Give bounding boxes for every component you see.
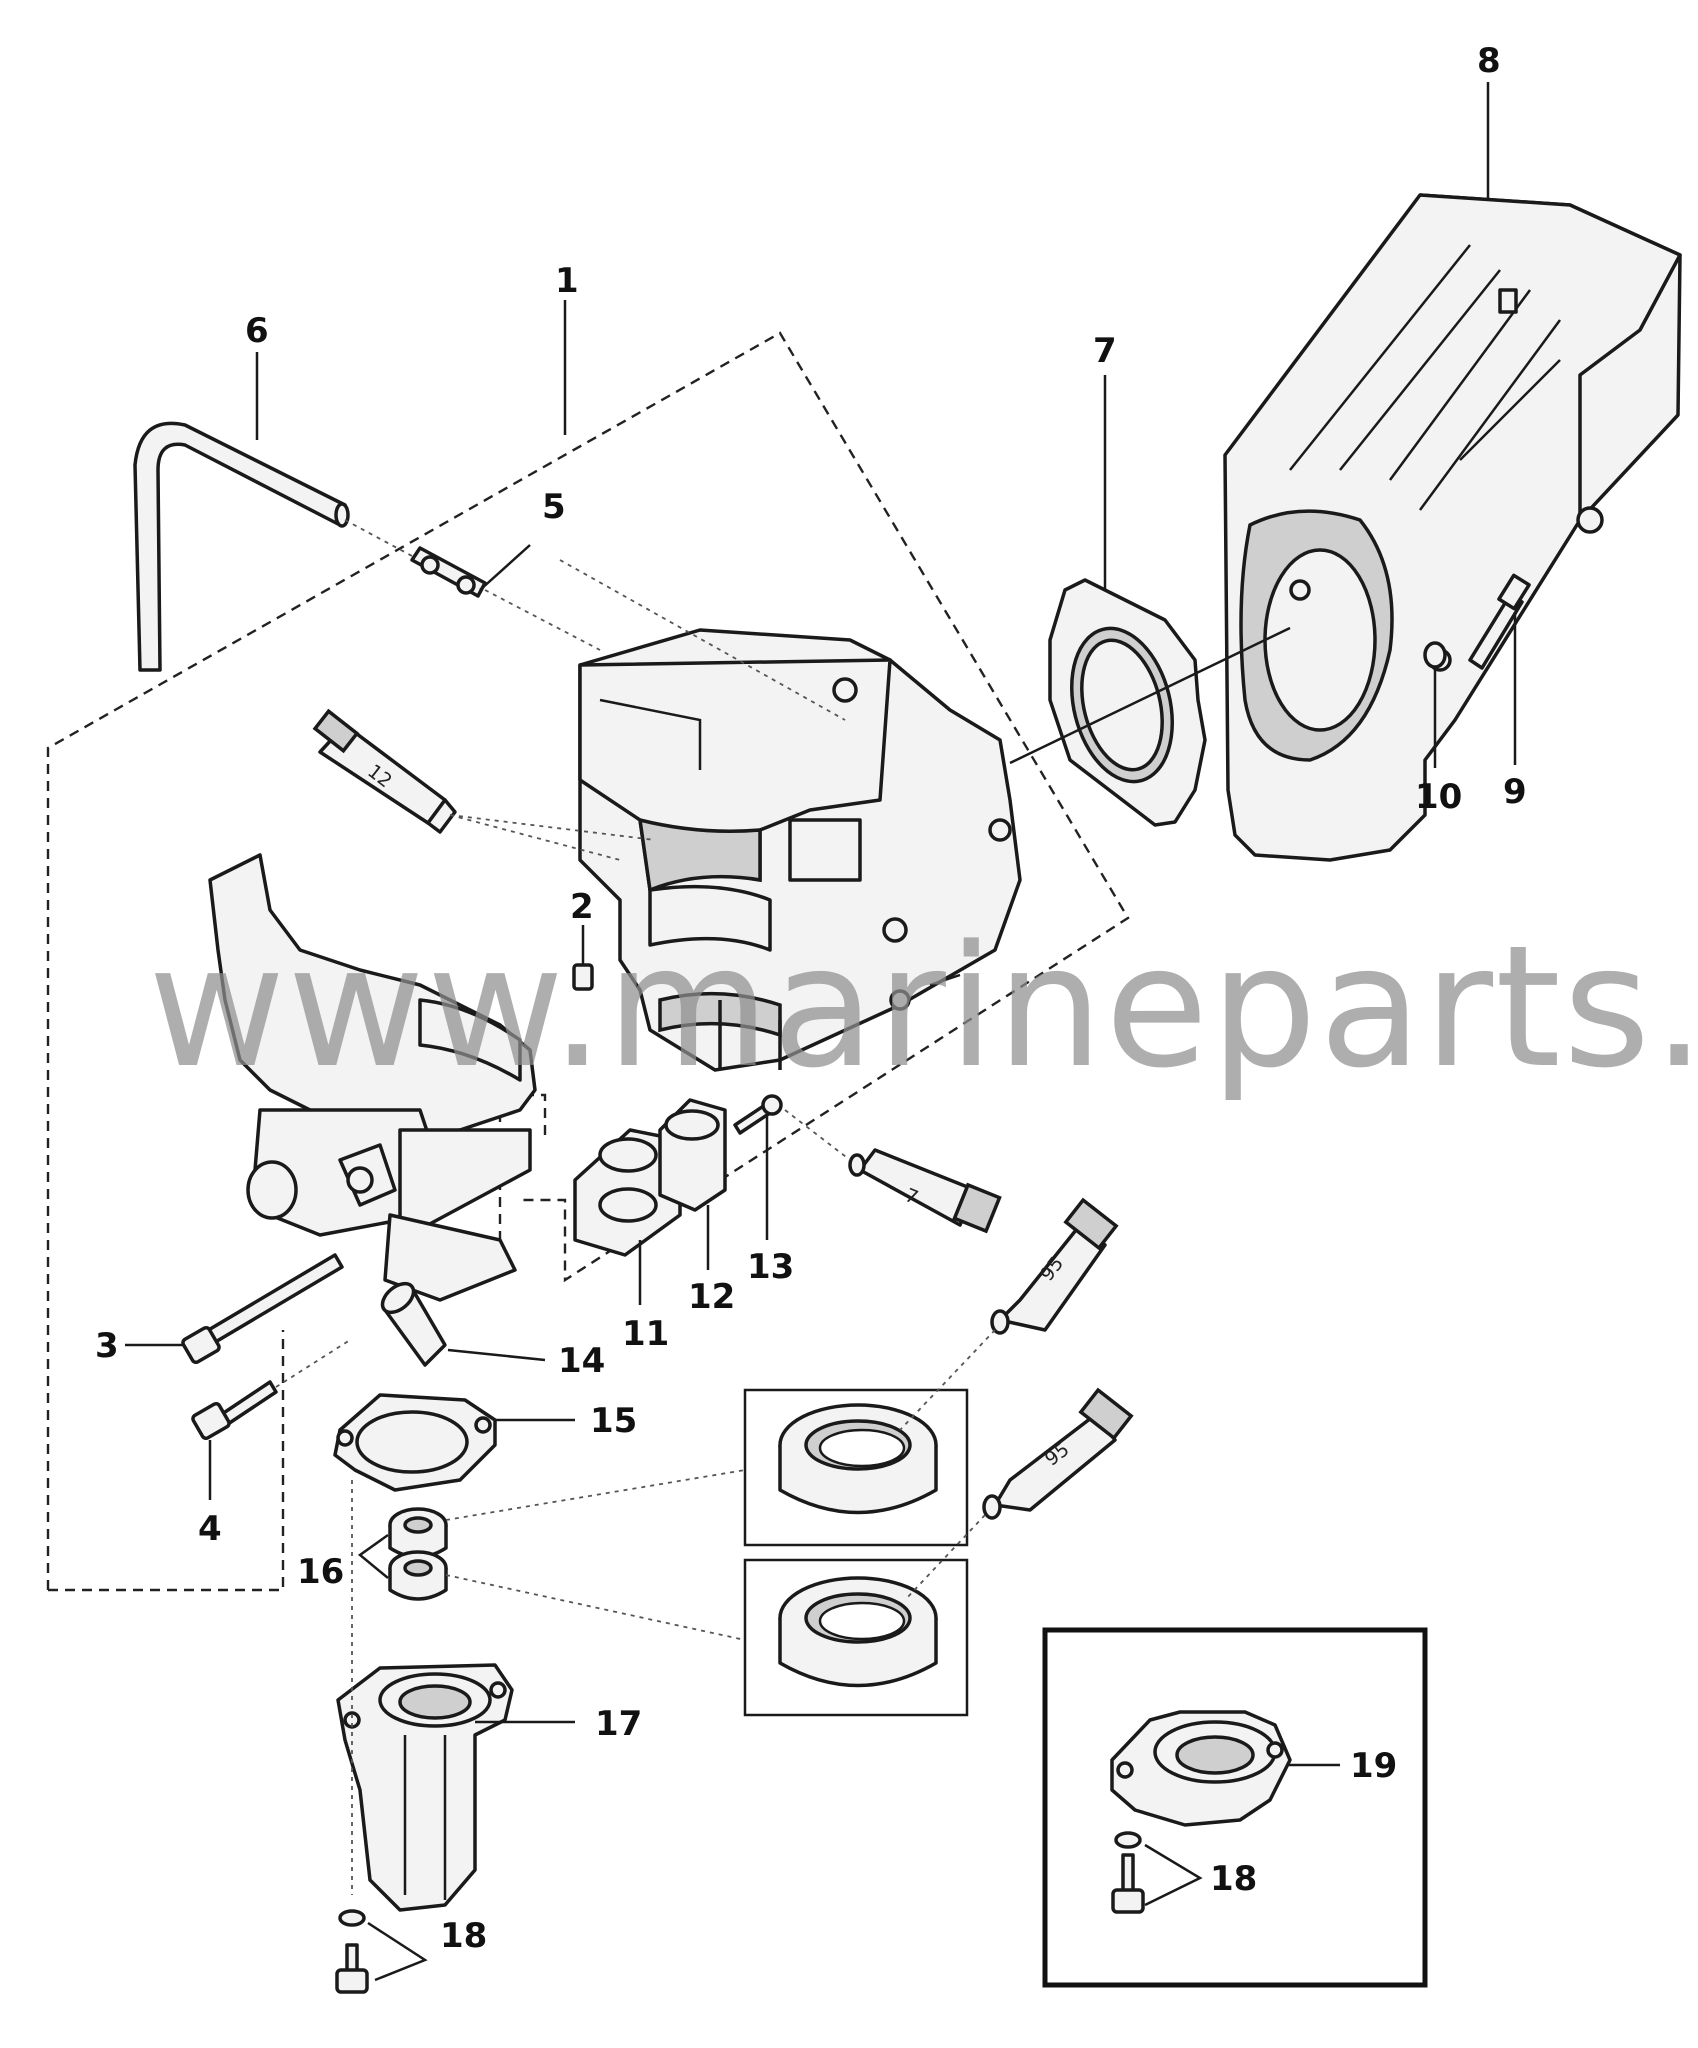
callout-1: 1 [555, 261, 579, 301]
crankcase-cover [208, 853, 537, 1302]
hose-6 [133, 421, 350, 672]
washer-18-left [338, 1909, 366, 1927]
leader-16 [357, 1533, 389, 1579]
crankcase-housing [578, 628, 1022, 1072]
callout-18-left: 18 [440, 1916, 487, 1956]
inset-box [1042, 1627, 1428, 1988]
sealant-tube-95-upper: 95 [990, 1197, 1119, 1335]
watermark-text: www.marineparts.eu [148, 909, 1698, 1105]
housing-19 [1110, 1710, 1292, 1827]
callout-16: 16 [297, 1552, 344, 1592]
callout-11: 11 [622, 1314, 669, 1354]
callout-9: 9 [1503, 772, 1527, 812]
drive-shaft-housing [1223, 193, 1682, 862]
screw-18-left [335, 1943, 369, 1994]
reed-plate-12 [658, 1098, 727, 1212]
screw-9 [1468, 573, 1531, 670]
leader-18-inset [1144, 1843, 1203, 1907]
seal-16-lower [388, 1550, 448, 1601]
callout-2: 2 [570, 887, 594, 927]
reed-valve-11 [573, 1128, 682, 1257]
callout-8: 8 [1477, 41, 1501, 81]
callout-17: 17 [595, 1704, 642, 1744]
callout-18-inset: 18 [1210, 1859, 1257, 1899]
callout-10: 10 [1415, 777, 1462, 817]
sealant-tube-12: 12 [312, 708, 457, 834]
sealant-tube-7: 7 [848, 1148, 1002, 1234]
seal-detail-box-upper [743, 1388, 969, 1547]
callout-7: 7 [1093, 331, 1117, 371]
callout-3: 3 [95, 1326, 119, 1366]
fitting-5 [410, 546, 487, 598]
seal-16-upper [388, 1507, 448, 1559]
leader-5 [479, 544, 531, 591]
gasket-alignment-line [1009, 626, 1291, 765]
callout-15: 15 [590, 1401, 637, 1441]
bolt-3 [181, 1253, 344, 1365]
bolt-4 [191, 1380, 278, 1441]
screw-13 [733, 1094, 783, 1135]
sleeve-14 [380, 1281, 447, 1367]
gasket-7 [1048, 578, 1207, 827]
housing-17 [336, 1663, 514, 1912]
seal-detail-box-lower [743, 1558, 969, 1717]
callout-12: 12 [688, 1277, 735, 1317]
gasket-15 [333, 1393, 497, 1492]
sealant-tube-95-lower: 95 [982, 1387, 1134, 1520]
callout-14: 14 [558, 1341, 605, 1381]
callout-4: 4 [198, 1509, 222, 1549]
callout-13: 13 [747, 1247, 794, 1287]
washer-18-inset [1114, 1831, 1142, 1849]
callout-19: 19 [1350, 1746, 1397, 1786]
screw-18-inset [1111, 1853, 1145, 1914]
leader-18-left [367, 1921, 428, 1982]
callout-5: 5 [542, 487, 566, 527]
leader-14 [447, 1348, 546, 1362]
washer-10 [1423, 641, 1447, 669]
callout-6: 6 [245, 311, 269, 351]
callout-numbers: 1 2 3 4 5 6 7 8 9 10 11 12 13 14 15 16 1… [95, 41, 1527, 1956]
